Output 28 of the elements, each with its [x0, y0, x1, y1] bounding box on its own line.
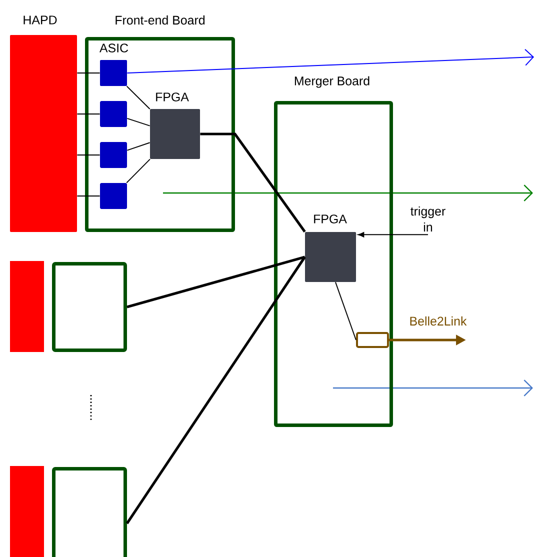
- connector-line: [76, 72, 100, 74]
- board-label: HAPD: [24, 16, 57, 24]
- board-label: FPGA: [156, 92, 189, 102]
- board-label: FPGA: [314, 214, 347, 224]
- connector-line: [76, 154, 100, 156]
- board-box: [52, 262, 127, 352]
- connector-box: [356, 332, 389, 348]
- chip-square: [100, 142, 127, 168]
- board-label: Front-end Board: [116, 15, 205, 25]
- board-box: [52, 467, 127, 557]
- connector-line: [126, 86, 150, 110]
- detector-bar: [10, 466, 44, 557]
- connector-line: [126, 256, 306, 524]
- chip-square: [100, 183, 127, 209]
- signal-label: trigger in: [410, 206, 446, 232]
- connector-line: [200, 132, 306, 233]
- edge-label: Belle2Link: [410, 316, 467, 326]
- board-label: ASIC: [100, 44, 128, 52]
- connector-line: [126, 158, 150, 184]
- chip-square: [100, 101, 127, 127]
- connector-line: [126, 118, 150, 126]
- detector-bar: [10, 261, 44, 352]
- arrow: [358, 232, 428, 238]
- connector-line: [126, 142, 150, 151]
- connector-line: [126, 256, 306, 308]
- connector-line: [335, 282, 356, 340]
- arrow: [126, 48, 534, 74]
- board-label: Merger Board: [294, 76, 370, 88]
